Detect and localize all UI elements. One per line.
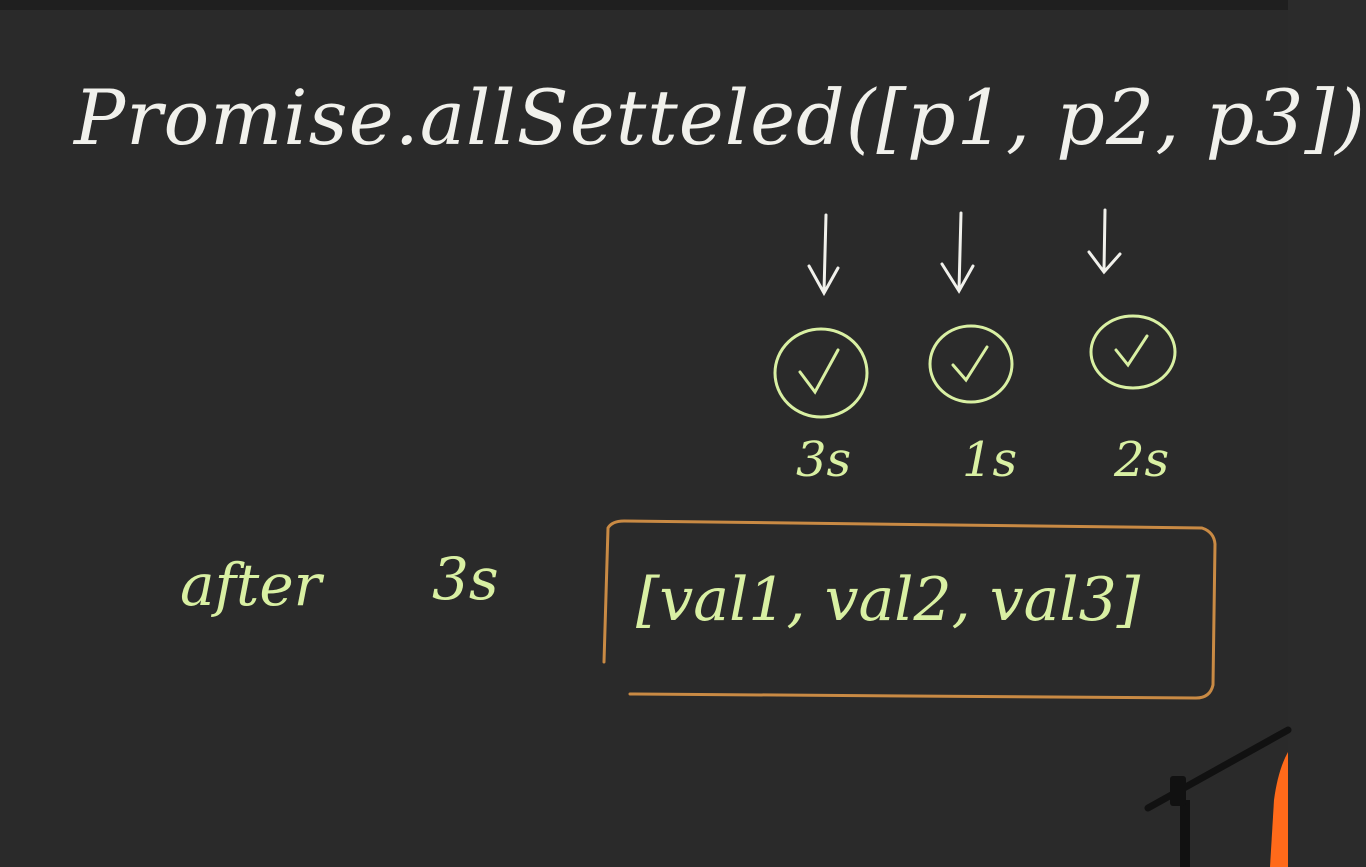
promise-time-label: 1s (962, 432, 1018, 488)
promise-time-label: 2s (1114, 432, 1170, 488)
arrow-down-icon (940, 211, 975, 294)
presenter-corner (1144, 726, 1292, 867)
top-border (0, 0, 1288, 10)
check-circle-icon (773, 327, 869, 419)
check-circle-icon (1089, 314, 1177, 390)
check-circle-icon (928, 324, 1014, 404)
after-time-label: 3s (432, 545, 499, 613)
arrow-down-icon (807, 213, 840, 297)
promise-time-label: 3s (796, 432, 852, 488)
result-array: [val1, val2, val3] (636, 565, 1141, 635)
arrow-down-icon (1087, 208, 1122, 275)
promise-allsettled-expression: Promise.allSetteled([p1, p2, p3]) (74, 73, 1366, 162)
after-label: after (180, 551, 322, 619)
